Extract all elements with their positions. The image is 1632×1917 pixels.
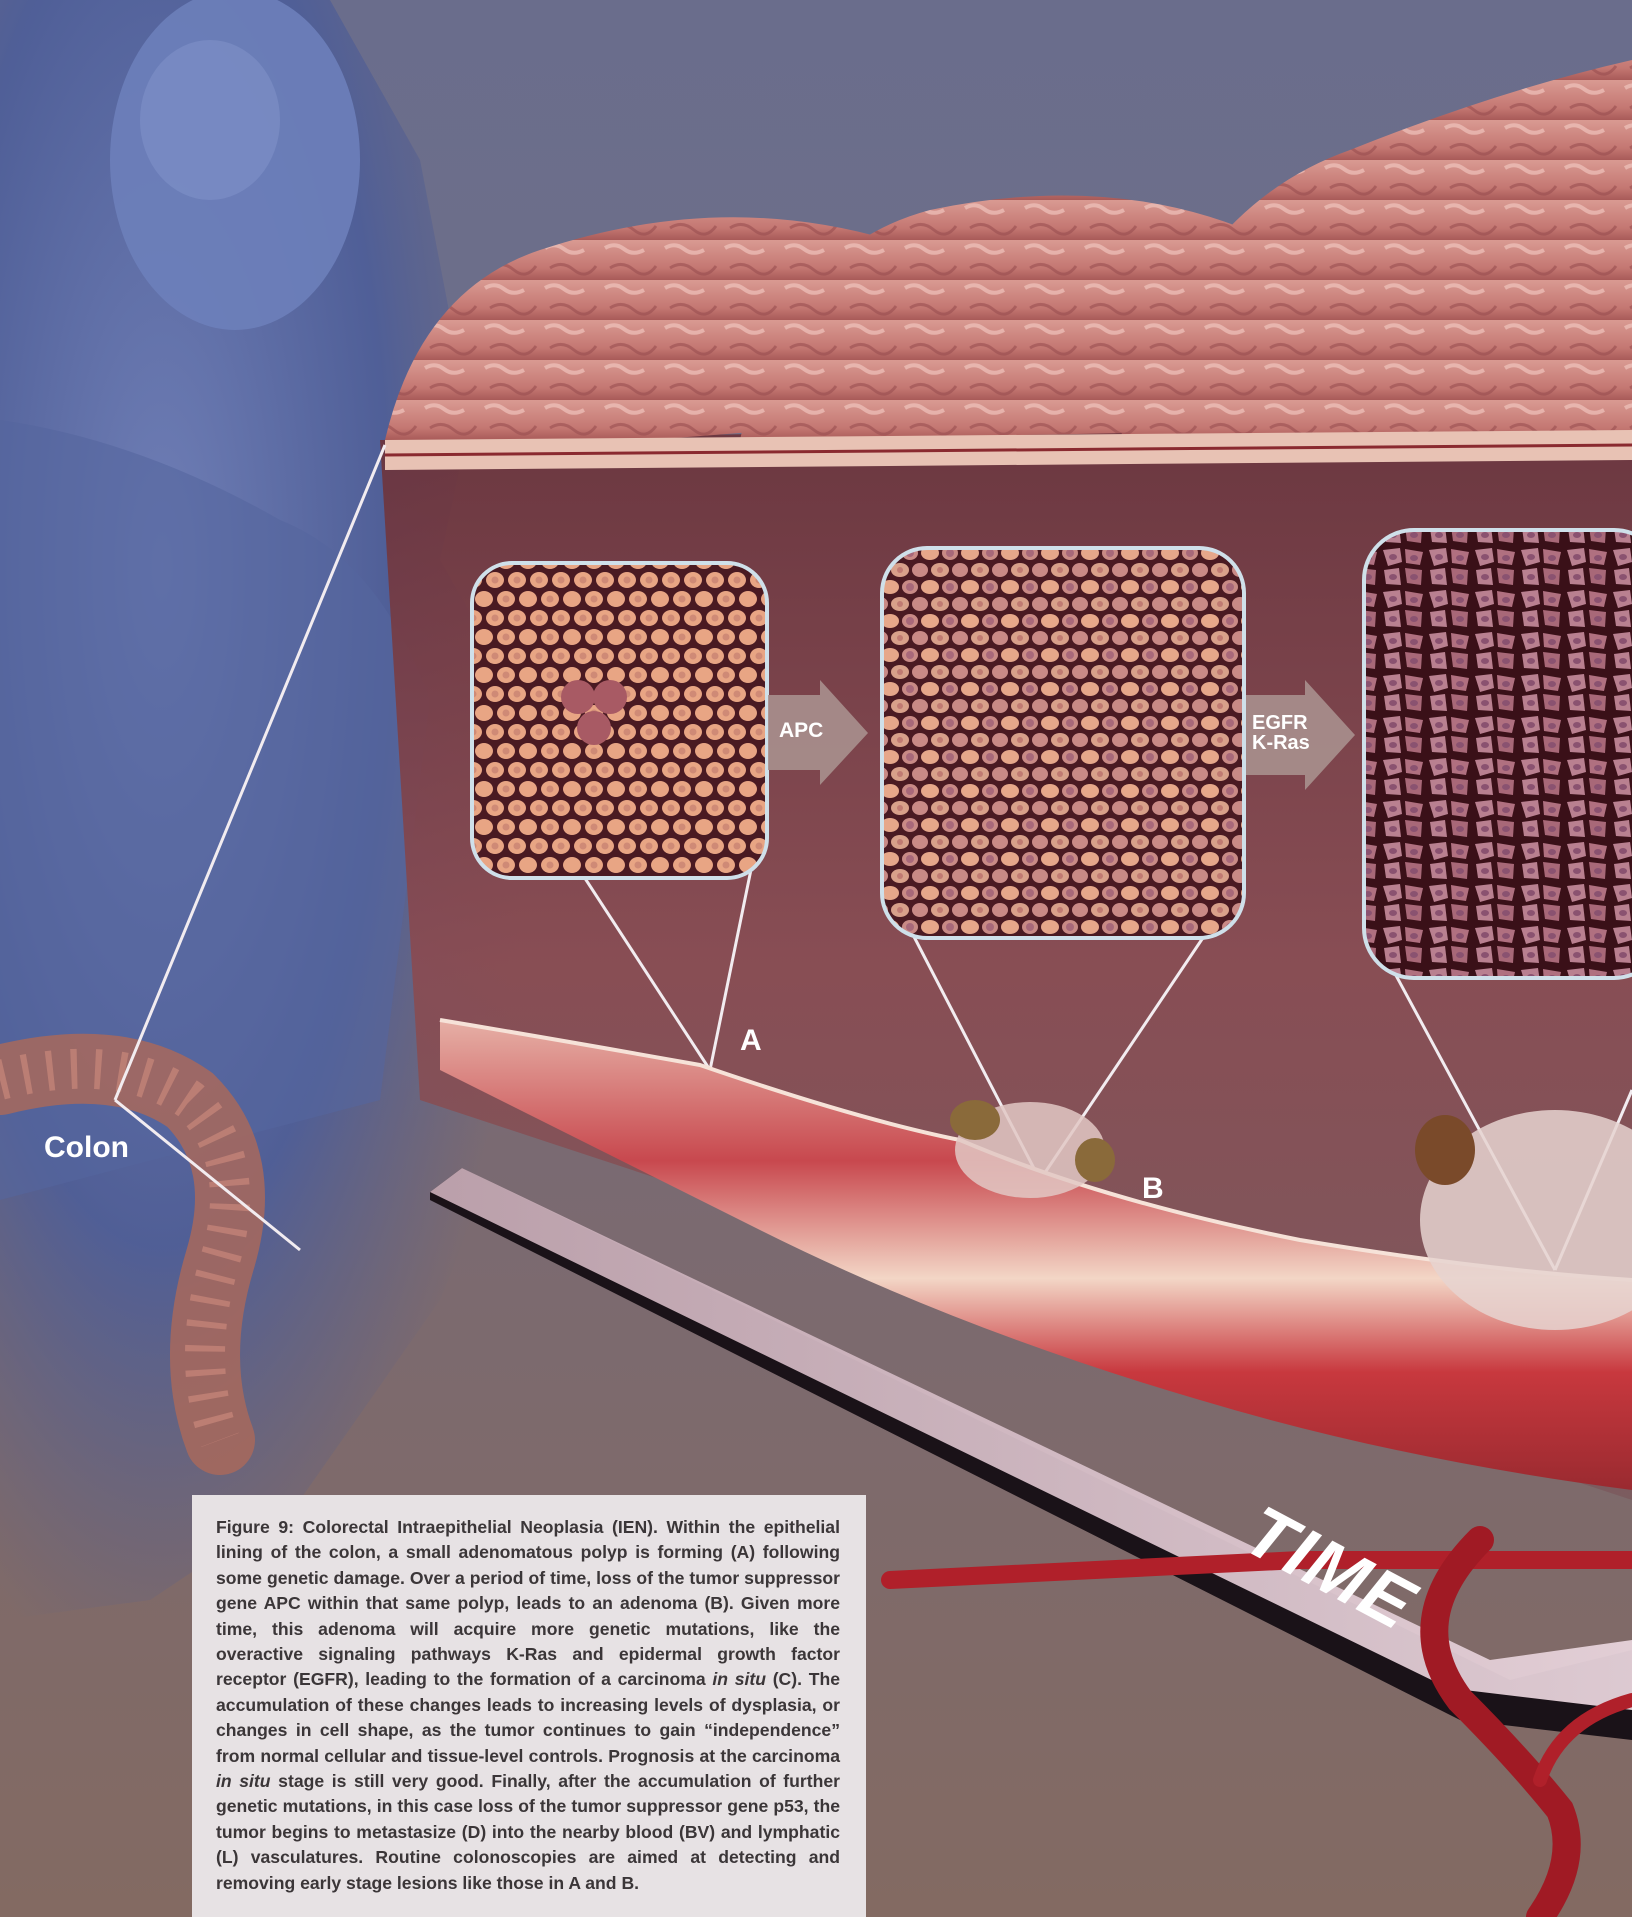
caption-italic-2: in situ	[216, 1771, 271, 1791]
cell-panel-normal	[472, 563, 767, 878]
stage-a-label: A	[740, 1024, 762, 1058]
caption-part-3: stage is still very good. Finally, after…	[216, 1771, 840, 1893]
figure-caption: Figure 9: Colorectal Intraepithelial Neo…	[216, 1515, 840, 1896]
caption-title: Figure 9: Colorectal Intraepithelial Neo…	[216, 1517, 658, 1537]
caption-part-1: Within the epithelial lining of the colo…	[216, 1517, 840, 1689]
egfr-arrow-label: EGFR K-Ras	[1252, 713, 1310, 753]
apc-arrow-label: APC	[779, 721, 823, 741]
cell-panel-adenoma	[882, 548, 1244, 938]
cell-panel-carcinoma	[1364, 530, 1632, 978]
caption-italic-1: in situ	[712, 1669, 766, 1689]
egfr-label-line1: EGFR	[1252, 713, 1310, 733]
egfr-label-line2: K-Ras	[1252, 733, 1310, 753]
colon-wall-domes	[385, 60, 1632, 470]
colon-label: Colon	[44, 1131, 129, 1165]
stage-b-label: B	[1142, 1172, 1164, 1206]
